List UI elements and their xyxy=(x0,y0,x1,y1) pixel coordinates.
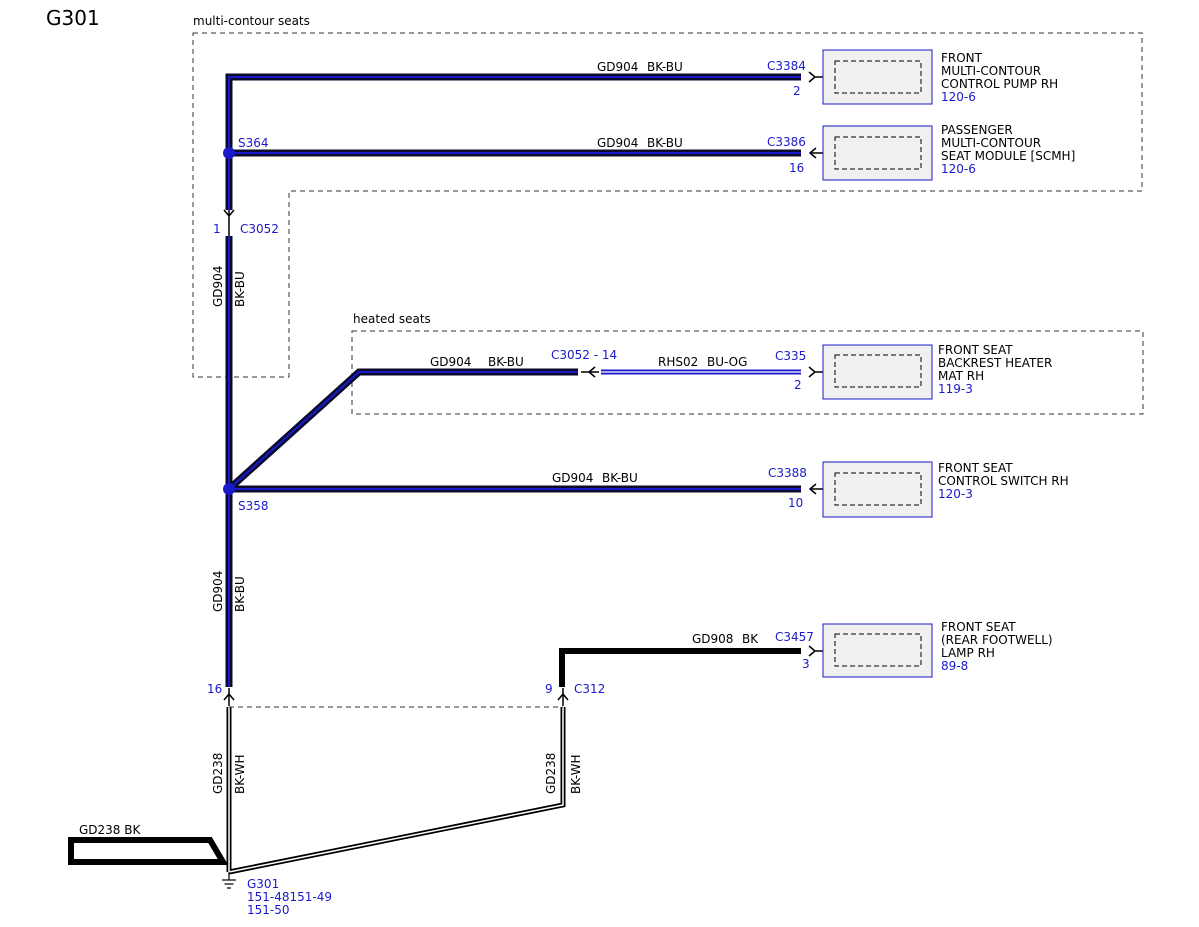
c3052-heater-label[interactable]: C3052 - 14 xyxy=(551,348,617,362)
wire-scmh-circuit: GD904 xyxy=(597,136,638,150)
splice-s364 xyxy=(223,147,235,159)
wire-vert-upper-color: BK-BU xyxy=(233,271,247,307)
wire-heater-right-color: BU-OG xyxy=(707,355,747,369)
component-scmh[interactable] xyxy=(822,125,933,181)
c3386-label[interactable]: C3386 xyxy=(767,135,806,149)
ground-ref-1[interactable]: 151-48151-49 xyxy=(247,890,332,904)
scmh-label-1: PASSENGER xyxy=(941,123,1013,137)
wire-scmh-color: BK-BU xyxy=(647,136,683,150)
ground-strap xyxy=(68,837,229,865)
ground-strap-label: GD238 BK xyxy=(79,823,141,837)
gd238-wires xyxy=(226,707,566,875)
lamp-label-2: (REAR FOOTWELL) xyxy=(941,633,1053,647)
heater-label-3: MAT RH xyxy=(938,369,984,383)
switch-ref[interactable]: 120-3 xyxy=(938,487,973,501)
wire-switch-circuit: GD904 xyxy=(552,471,593,485)
scmh-label-3: SEAT MODULE [SCMH] xyxy=(941,149,1075,163)
splice-s358 xyxy=(223,483,235,495)
bkbu-wires xyxy=(225,73,801,687)
lamp-label-3: LAMP RH xyxy=(941,646,995,660)
wire-gd238-right-circuit: GD238 xyxy=(544,753,558,794)
gd908-wire xyxy=(559,648,801,687)
c335-label[interactable]: C335 xyxy=(775,349,806,363)
component-lamp[interactable] xyxy=(822,623,933,678)
connector-c3052-heater-symbol xyxy=(581,366,599,378)
wire-switch-color: BK-BU xyxy=(602,471,638,485)
switch-label-2: CONTROL SWITCH RH xyxy=(938,474,1069,488)
heated-group-box xyxy=(351,330,1144,415)
wire-vert-lower-color: BK-BU xyxy=(233,576,247,612)
heater-label-1: FRONT SEAT xyxy=(938,343,1013,357)
connector-c3052-bottom-symbol xyxy=(223,688,235,706)
wire-lamp-circuit: GD908 xyxy=(692,632,733,646)
heated-group-label: heated seats xyxy=(353,312,431,326)
component-switch[interactable] xyxy=(822,461,933,518)
scmh-ref[interactable]: 120-6 xyxy=(941,162,976,176)
c335-pin: 2 xyxy=(794,378,802,392)
connector-symbols xyxy=(223,71,835,706)
c312-label[interactable]: C312 xyxy=(574,682,605,696)
c3457-pin: 3 xyxy=(802,657,810,671)
lamp-label-1: FRONT SEAT xyxy=(941,620,1016,634)
c3388-label[interactable]: C3388 xyxy=(768,466,807,480)
c3457-label[interactable]: C3457 xyxy=(775,630,814,644)
scmh-label-2: MULTI-CONTOUR xyxy=(941,136,1041,150)
wire-heater-left-circuit: GD904 xyxy=(430,355,471,369)
wire-gd238-left-color: BK-WH xyxy=(233,754,247,794)
pump-label-3: CONTROL PUMP RH xyxy=(941,77,1058,91)
wire-pump-circuit: GD904 xyxy=(597,60,638,74)
pump-label-1: FRONT xyxy=(941,51,983,65)
wire-gd238-right-color: BK-WH xyxy=(569,754,583,794)
splice-s364-label: S364 xyxy=(238,136,269,150)
ground-icon xyxy=(222,872,236,889)
c3052-top-pin: 1 xyxy=(213,222,221,236)
ground-g301-label[interactable]: G301 xyxy=(247,877,279,891)
c312-pin: 9 xyxy=(545,682,553,696)
lamp-ref[interactable]: 89-8 xyxy=(941,659,968,673)
switch-label-1: FRONT SEAT xyxy=(938,461,1013,475)
page-title: G301 xyxy=(46,6,100,30)
multi-contour-group-box xyxy=(192,32,1143,378)
c3052-bottom-pin: 16 xyxy=(207,682,222,696)
wire-heater-left-color: BK-BU xyxy=(488,355,524,369)
wire-vert-lower-circuit: GD904 xyxy=(211,571,225,612)
multi-contour-group-label: multi-contour seats xyxy=(193,14,310,28)
wire-heater-right-circuit: RHS02 xyxy=(658,355,698,369)
pump-label-2: MULTI-CONTOUR xyxy=(941,64,1041,78)
ground-ref-2[interactable]: 151-50 xyxy=(247,903,290,917)
connector-c312-symbol xyxy=(557,688,569,706)
component-pump[interactable] xyxy=(822,49,933,105)
connector-c3052-top-symbol xyxy=(223,209,235,236)
c3052-top-label[interactable]: C3052 xyxy=(240,222,279,236)
c3384-pin: 2 xyxy=(793,84,801,98)
wire-gd238-left-circuit: GD238 xyxy=(211,753,225,794)
wire-lamp-color: BK xyxy=(742,632,759,646)
heater-ref[interactable]: 119-3 xyxy=(938,382,973,396)
heater-label-2: BACKREST HEATER xyxy=(938,356,1052,370)
c3386-pin: 16 xyxy=(789,161,804,175)
wire-pump-color: BK-BU xyxy=(647,60,683,74)
wire-vert-upper-circuit: GD904 xyxy=(211,266,225,307)
splice-s358-label: S358 xyxy=(238,499,269,513)
pump-ref[interactable]: 120-6 xyxy=(941,90,976,104)
component-heater[interactable] xyxy=(822,344,933,400)
c3384-label[interactable]: C3384 xyxy=(767,59,806,73)
c3388-pin: 10 xyxy=(788,496,803,510)
